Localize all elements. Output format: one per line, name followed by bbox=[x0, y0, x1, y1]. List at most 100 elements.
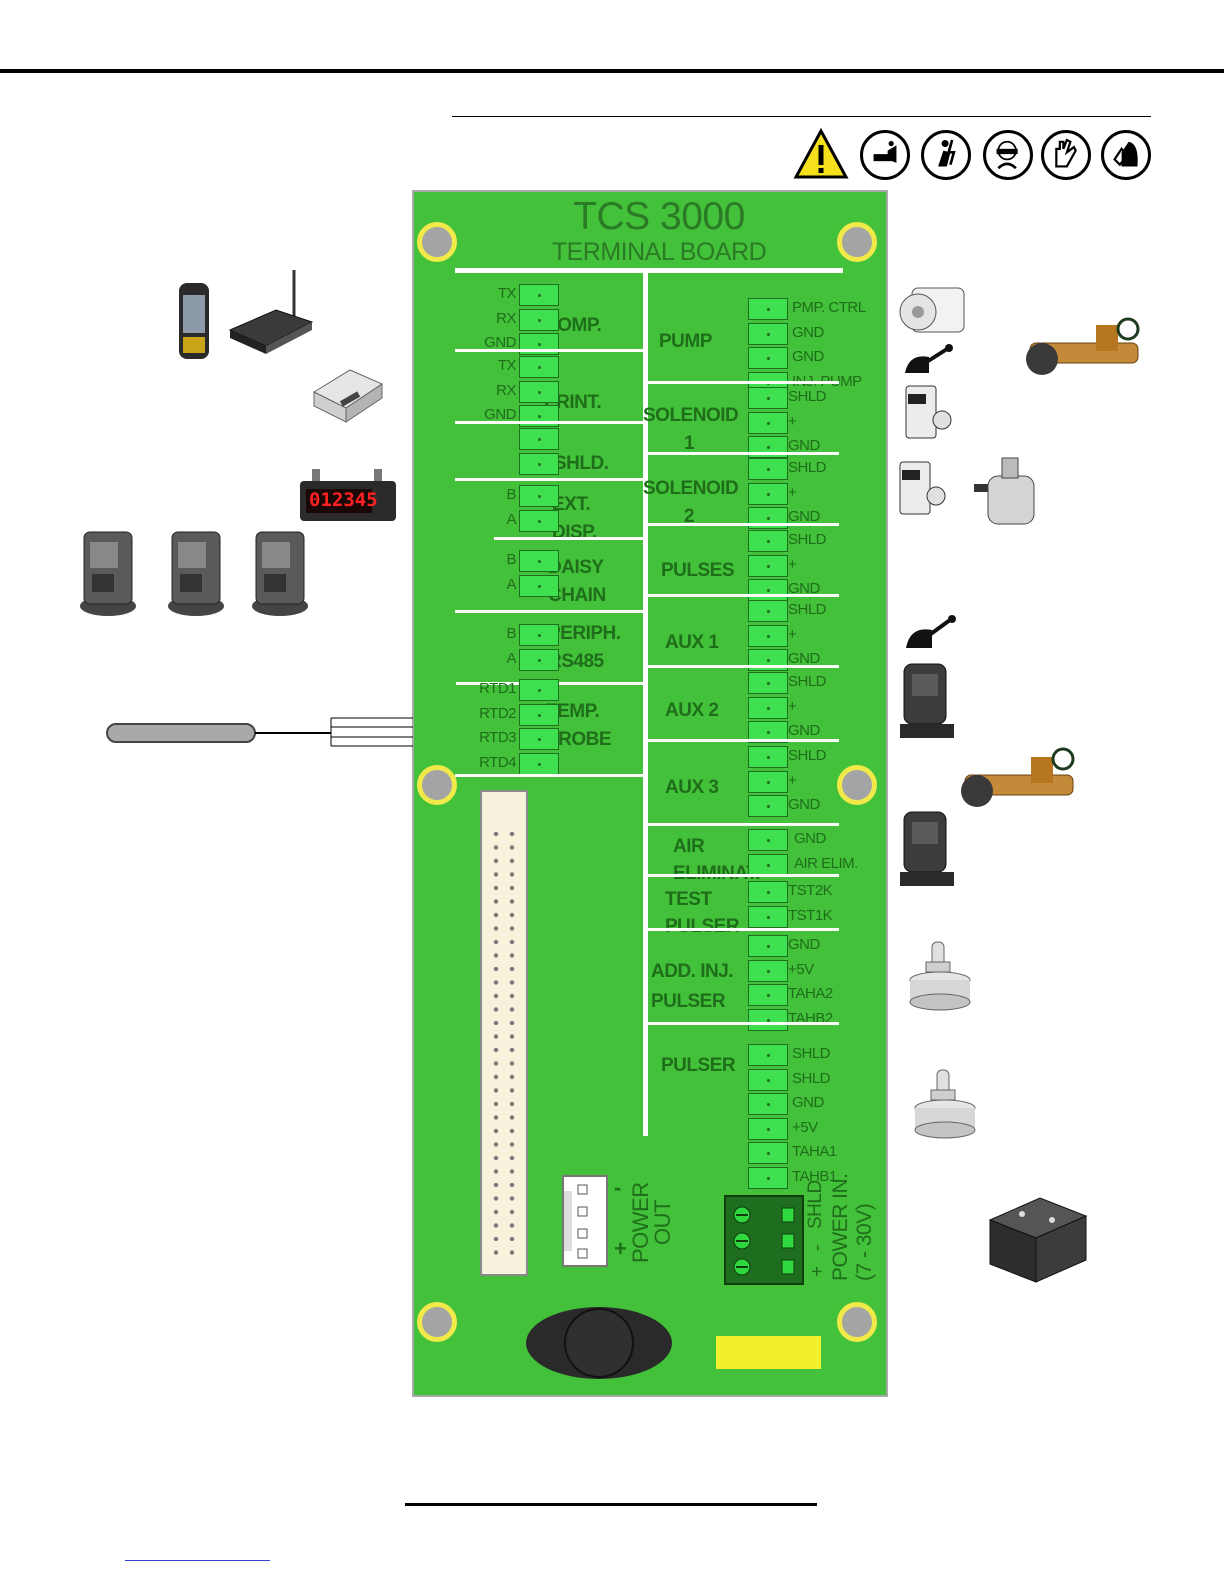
header-pin bbox=[493, 1209, 499, 1215]
header-pin bbox=[509, 858, 515, 864]
pin-label-pump: GND bbox=[792, 323, 824, 341]
ribbon-header-connector bbox=[480, 790, 528, 1276]
mount-hole-top-left bbox=[417, 222, 457, 262]
power-in-label: POWER IN. bbox=[829, 1173, 852, 1281]
header-pin bbox=[493, 1088, 499, 1093]
header-pin bbox=[509, 1196, 515, 1201]
pin-label-aux3: + bbox=[788, 771, 797, 789]
terminal-group-label-sol2: SOLENOID bbox=[643, 478, 739, 499]
terminal-screw-pulser bbox=[748, 1093, 788, 1115]
terminal-screw-airelim bbox=[748, 829, 788, 851]
terminal-screw-temp bbox=[519, 679, 559, 701]
header-pin bbox=[509, 1142, 515, 1147]
daisy-chain-unit-3 bbox=[250, 528, 310, 618]
pulser-sensor bbox=[970, 456, 1040, 528]
electric-shock-icon bbox=[921, 130, 971, 180]
pin-label-print: TX bbox=[497, 357, 517, 374]
divider-pump bbox=[648, 381, 839, 384]
divider-extdisp bbox=[494, 537, 643, 540]
terminal-group-label-temp: TEMP. bbox=[546, 701, 600, 722]
terminal-screw-aux1 bbox=[748, 624, 788, 647]
header-pin bbox=[509, 885, 515, 891]
pin-label-daisy: A bbox=[506, 575, 516, 593]
divider-comp bbox=[455, 349, 643, 352]
terminal-screw-sol1 bbox=[748, 387, 788, 409]
terminal-group-label-testpulser: TEST bbox=[665, 889, 712, 910]
header-pin bbox=[493, 1020, 499, 1026]
pin-label-extdisp: B bbox=[506, 486, 516, 503]
header-pin bbox=[509, 1169, 515, 1174]
power-in-connector bbox=[724, 1195, 804, 1285]
pin-label-sol1: SHLD bbox=[788, 388, 827, 405]
terminal-screw-aux3 bbox=[748, 746, 788, 768]
pin-label-extdisp: A bbox=[506, 510, 516, 528]
header-pin bbox=[493, 1250, 499, 1255]
terminal-group-label-aux1: AUX 1 bbox=[665, 632, 719, 653]
terminal-screw-pulses bbox=[748, 530, 788, 552]
pin-label-pulser: SHLD bbox=[792, 1045, 831, 1062]
footer-link-underline[interactable] bbox=[125, 1560, 270, 1561]
header-pin bbox=[509, 1209, 515, 1215]
terminal-group-label-testpulser: PULSER bbox=[665, 916, 740, 937]
header-pin bbox=[493, 1074, 499, 1080]
pin-label-aux1: GND bbox=[788, 650, 820, 667]
pin-label-sol2: SHLD bbox=[788, 459, 827, 476]
header-pin bbox=[509, 1034, 515, 1039]
header-pin bbox=[509, 966, 515, 972]
header-pin bbox=[509, 1182, 515, 1188]
pin-label-print: RX bbox=[496, 381, 516, 399]
valve-handle-icon-1 bbox=[903, 343, 955, 375]
terminal-screw-sol2 bbox=[748, 458, 788, 480]
divider-airelim bbox=[648, 874, 839, 877]
header-pin bbox=[509, 831, 515, 837]
pin-label-print: GND bbox=[484, 406, 516, 423]
pin-label-aux2: SHLD bbox=[788, 673, 827, 690]
header-pin bbox=[509, 845, 515, 850]
pin-label-temp: RTD1 bbox=[479, 680, 516, 697]
terminal-group-label-airelim: AIR bbox=[673, 836, 705, 857]
terminal-group-label-daisy: DAISY bbox=[548, 557, 604, 578]
header-pin bbox=[509, 1007, 515, 1012]
header-pin bbox=[493, 885, 499, 891]
header-pin bbox=[509, 939, 515, 945]
external-display bbox=[298, 467, 398, 527]
header-pin bbox=[509, 953, 515, 958]
terminal-screw-aux3 bbox=[748, 770, 788, 793]
power-out-minus: - bbox=[614, 1175, 621, 1200]
terminal-screw-comp bbox=[519, 308, 559, 331]
wireless-gateway bbox=[226, 268, 316, 358]
air-eliminator-1 bbox=[898, 658, 958, 744]
terminal-screw-pump bbox=[748, 298, 788, 320]
pump-motor bbox=[896, 280, 970, 342]
header-pin bbox=[509, 1115, 515, 1120]
injector-assembly-2 bbox=[955, 745, 1079, 827]
terminal-screw-temp bbox=[519, 703, 559, 726]
header-pin bbox=[493, 980, 499, 985]
terminal-screw-pulser bbox=[748, 1068, 788, 1091]
power-in-pin-minus: - bbox=[807, 1245, 828, 1251]
header-pin bbox=[493, 1169, 499, 1174]
terminal-screw-aux3 bbox=[748, 795, 788, 817]
header-pin bbox=[509, 1020, 515, 1026]
terminal-screw-pulses bbox=[748, 579, 788, 601]
pin-label-aux3: GND bbox=[788, 796, 820, 813]
header-pin bbox=[509, 1061, 515, 1066]
pin-label-temp: RTD2 bbox=[479, 704, 516, 722]
terminal-screw-temp bbox=[519, 728, 559, 750]
pin-label-pulser: TAHA1 bbox=[792, 1143, 837, 1160]
header-pin bbox=[493, 939, 499, 945]
header-pin bbox=[509, 980, 515, 985]
header-rule bbox=[0, 69, 1224, 73]
terminal-screw-print bbox=[519, 356, 559, 378]
terminal-group-label-periph: RS485 bbox=[548, 651, 604, 672]
power-in-labels: SHLD - + POWER IN. (7 - 30V) bbox=[805, 1173, 896, 1287]
terminal-group-label-extdisp: EXT. bbox=[552, 494, 591, 515]
handheld-device bbox=[177, 281, 211, 361]
mount-hole-mid-right bbox=[837, 765, 877, 805]
temp-probe bbox=[105, 716, 415, 750]
power-out-label: POWER OUT bbox=[628, 1182, 675, 1263]
header-pin bbox=[509, 1155, 515, 1161]
header-pin bbox=[509, 926, 515, 931]
header-pin bbox=[509, 1223, 515, 1228]
